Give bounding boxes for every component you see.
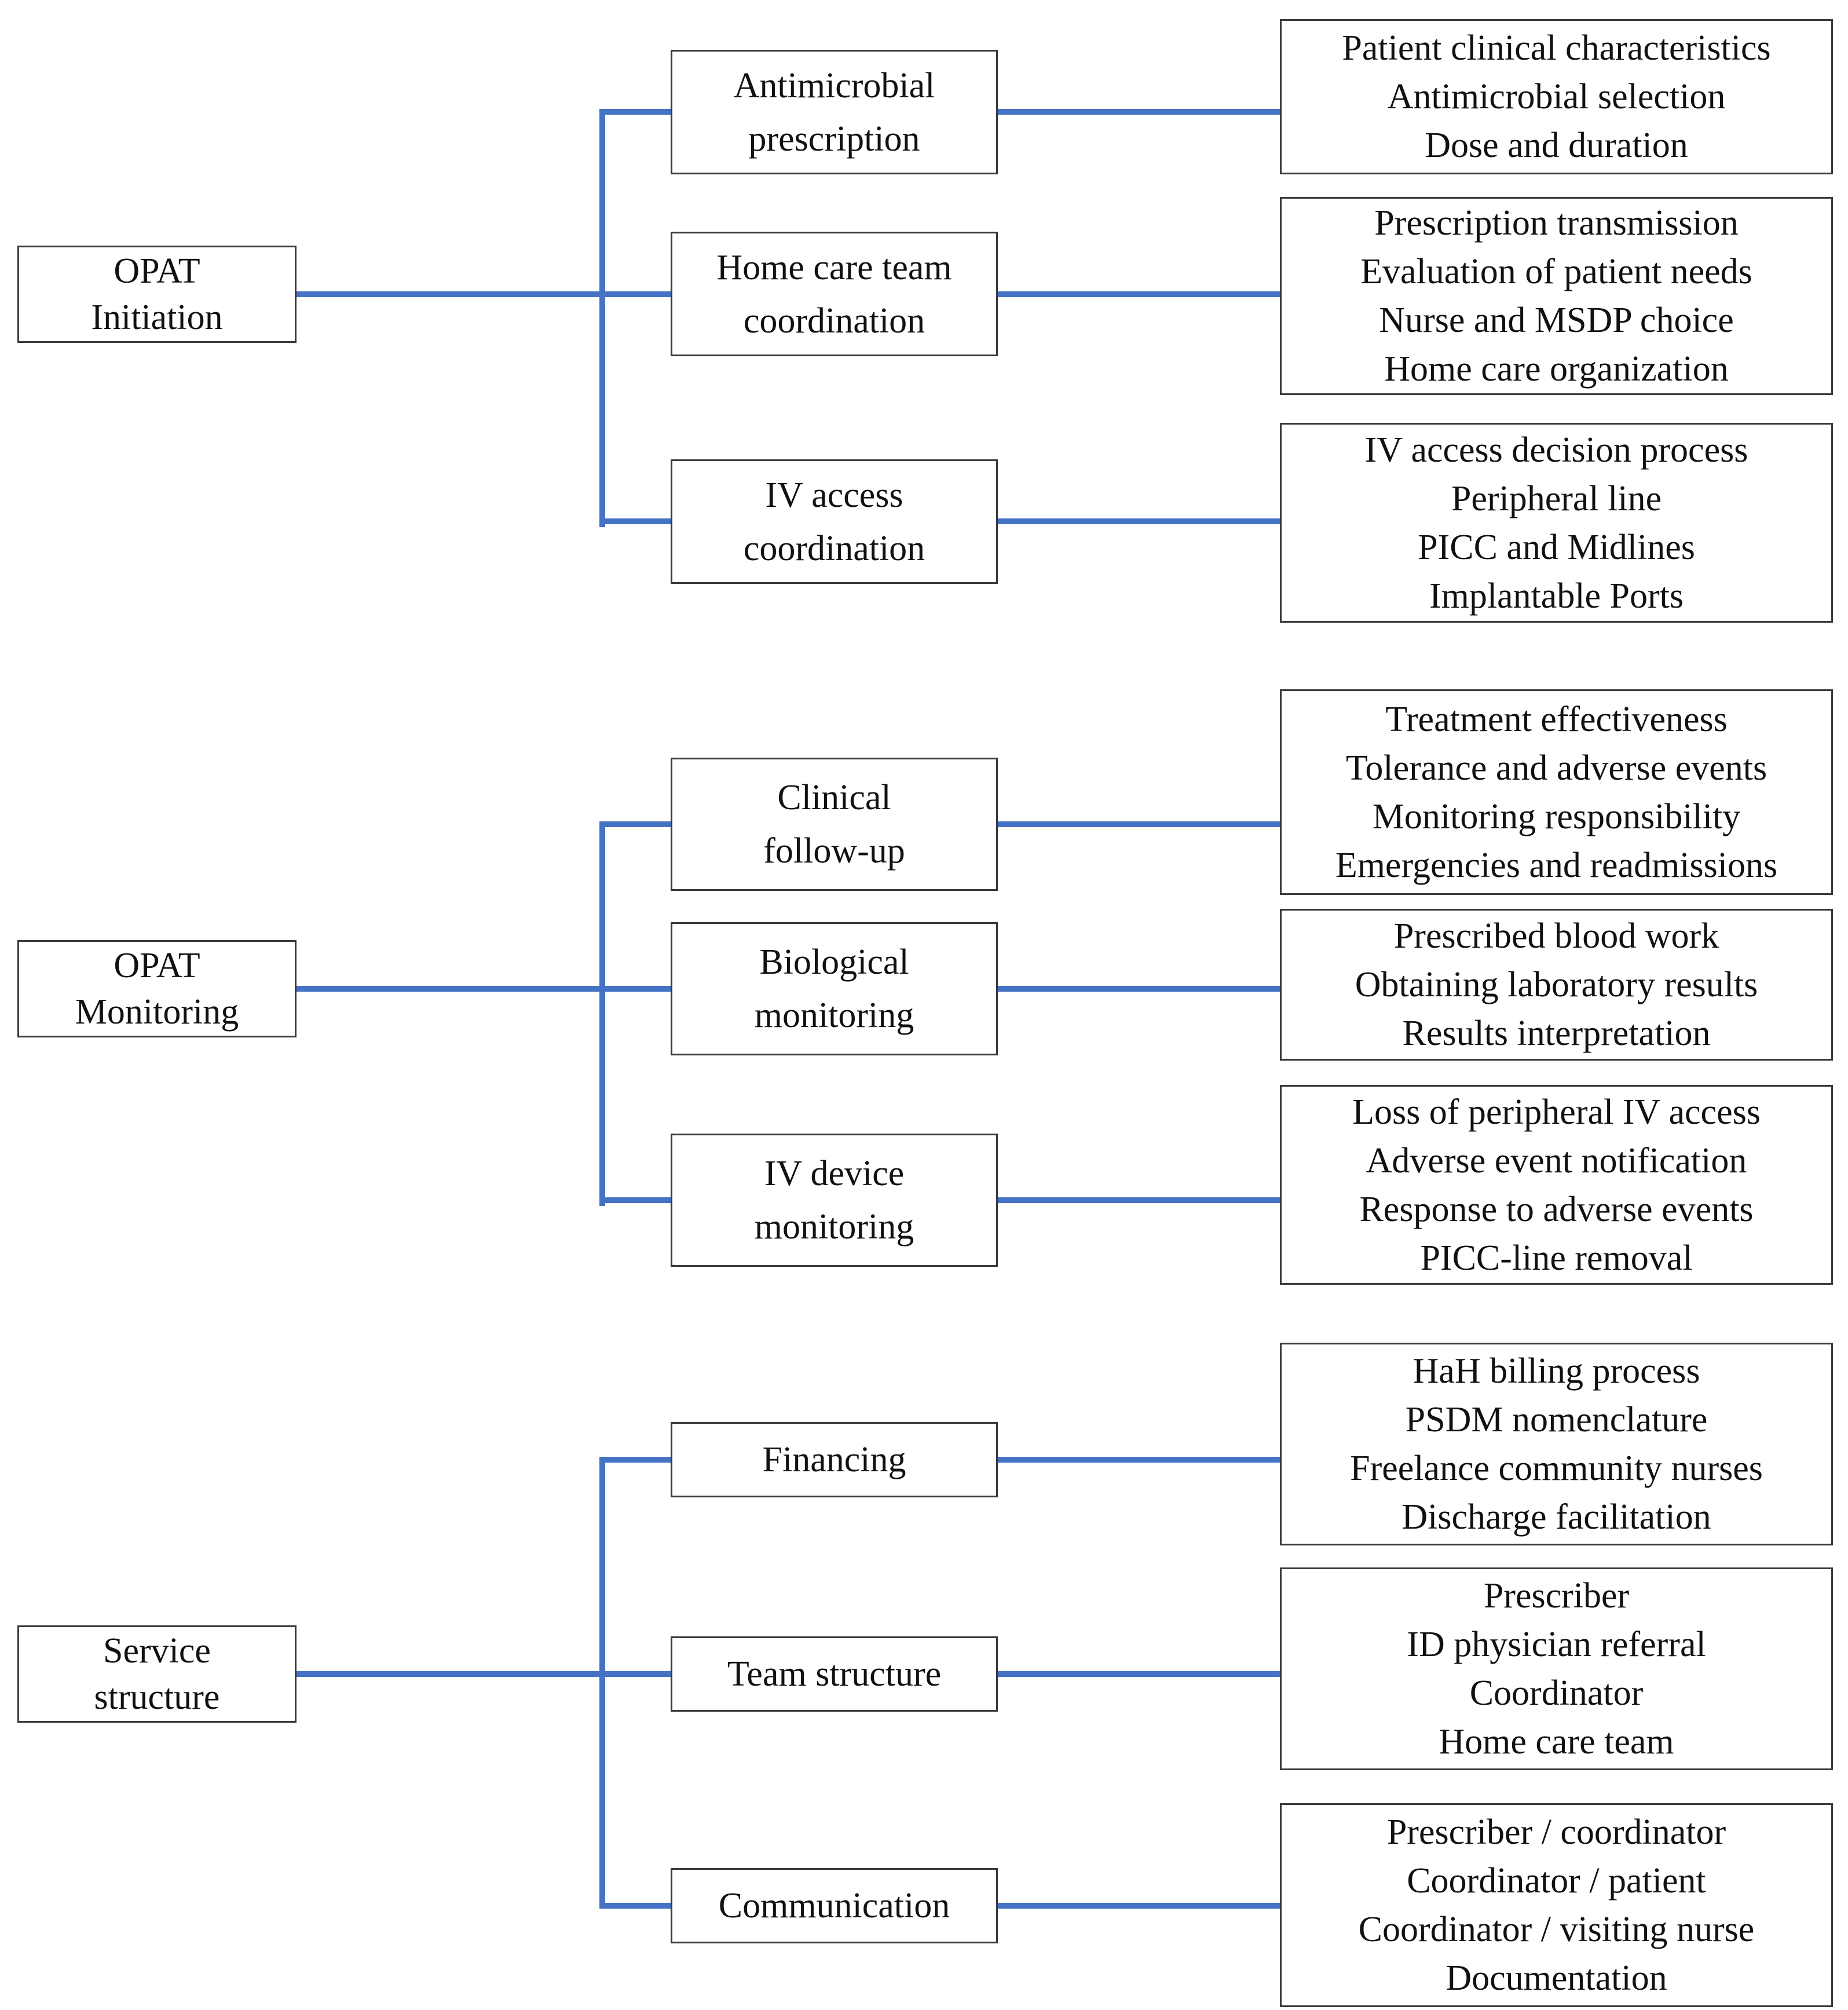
detail-box-communication: Prescriber / coordinator Coordinator / p… [1280,1803,1833,2007]
root-box-opat-initiation: OPAT Initiation [17,246,297,343]
group1-branch2-detail-connector [998,291,1280,297]
branch-box-iv-device-monitoring: IV device monitoring [671,1134,998,1267]
branch-box-team-structure: Team structure [671,1636,998,1712]
detail-box-clinical-follow-up: Treatment effectiveness Tolerance and ad… [1280,689,1833,895]
group2-branch1-stub-line [599,821,671,827]
detail-box-home-care-team-coordination: Prescription transmission Evaluation of … [1280,197,1833,395]
root-box-service-structure: Service structure [17,1625,297,1723]
branch-box-iv-access-coordination: IV access coordination [671,459,998,584]
group1-branch3-stub-line [599,518,671,524]
group2-branch3-detail-connector [998,1197,1280,1203]
group2-branch1-detail-connector [998,821,1280,827]
group3-root-connector-line [297,1671,671,1677]
group3-branch1-stub-line [599,1457,671,1463]
group1-branch3-detail-connector [998,518,1280,524]
group1-trunk-line [599,109,605,527]
branch-box-antimicrobial-prescription: Antimicrobial prescription [671,50,998,174]
branch-box-communication: Communication [671,1868,998,1943]
detail-box-iv-access-coordination: IV access decision process Peripheral li… [1280,423,1833,623]
group3-branch3-detail-connector [998,1903,1280,1909]
group3-branch3-stub-line [599,1903,671,1909]
detail-box-iv-device-monitoring: Loss of peripheral IV access Adverse eve… [1280,1085,1833,1285]
group2-branch3-stub-line [599,1197,671,1203]
group2-branch2-detail-connector [998,986,1280,992]
group1-branch1-detail-connector [998,109,1280,115]
branch-box-biological-monitoring: Biological monitoring [671,922,998,1055]
detail-box-antimicrobial-prescription: Patient clinical characteristics Antimic… [1280,19,1833,174]
group1-branch1-stub-line [599,109,671,115]
root-box-opat-monitoring: OPAT Monitoring [17,940,297,1037]
detail-box-biological-monitoring: Prescribed blood work Obtaining laborato… [1280,909,1833,1061]
group3-branch2-detail-connector [998,1671,1280,1677]
detail-box-financing: HaH billing process PSDM nomenclature Fr… [1280,1343,1833,1545]
branch-box-clinical-follow-up: Clinical follow-up [671,758,998,891]
detail-box-team-structure: Prescriber ID physician referral Coordin… [1280,1567,1833,1770]
group2-root-connector-line [297,986,671,992]
group3-branch1-detail-connector [998,1457,1280,1463]
branch-box-home-care-team-coordination: Home care team coordination [671,232,998,356]
group1-root-connector-line [297,291,671,297]
group3-trunk-line [599,1457,605,1909]
branch-box-financing: Financing [671,1422,998,1497]
group2-trunk-line [599,821,605,1206]
